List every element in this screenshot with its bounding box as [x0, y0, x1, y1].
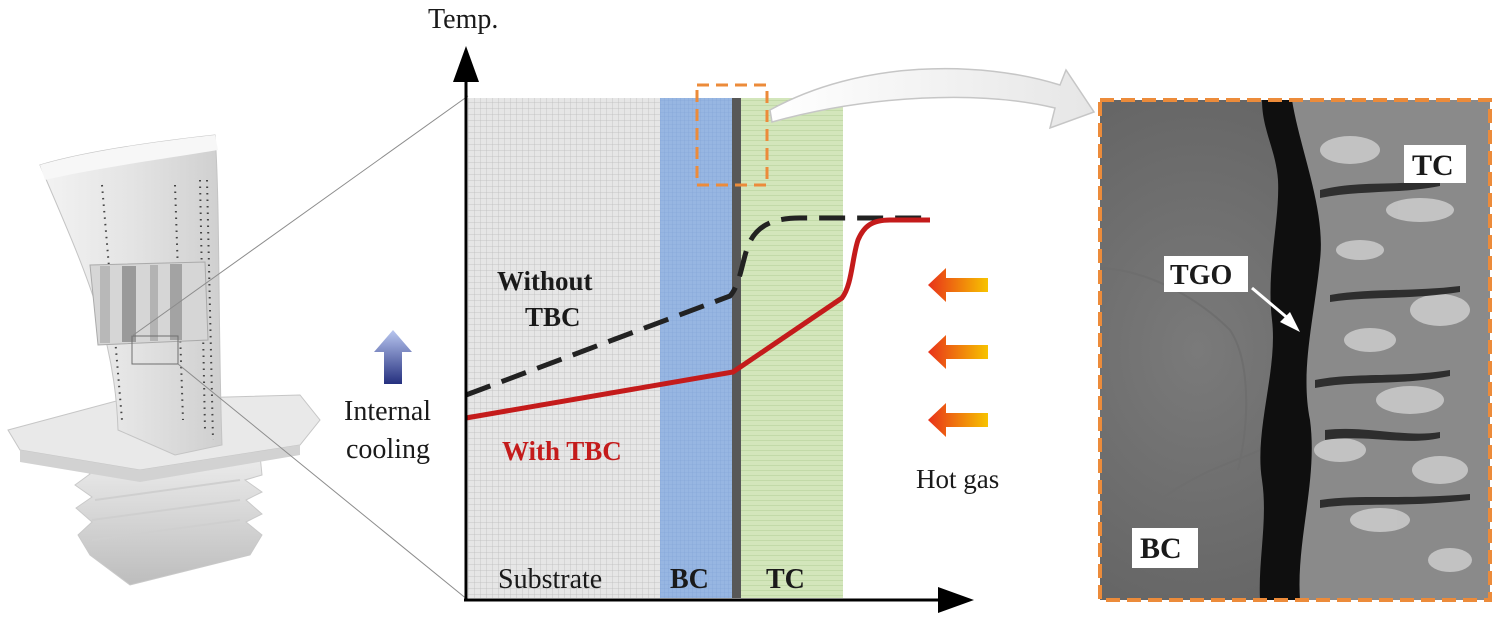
zoom-source-box	[695, 83, 769, 187]
bond-coat-layer	[660, 98, 732, 598]
without-tbc-label-line2: TBC	[525, 302, 581, 332]
hot-gas-annotation: Hot gas	[916, 268, 999, 494]
y-axis-label: Temp.	[428, 4, 498, 35]
sem-zoom-frame	[1098, 98, 1492, 602]
zoom-lines	[131, 95, 469, 601]
hot-gas-arrow-1	[928, 268, 988, 302]
sem-micrograph: TC TGO BC	[1098, 98, 1492, 602]
tgo-pointer-head	[1280, 312, 1300, 332]
bc-label-bg	[1132, 528, 1198, 568]
sem-tc-label: TC	[1412, 149, 1454, 182]
internal-cooling-label-line2: cooling	[346, 434, 430, 465]
top-coat-layer	[741, 98, 843, 598]
tc-label-bg	[1404, 145, 1466, 183]
hot-gas-arrow-3	[928, 403, 988, 437]
internal-cooling-annotation: Internal cooling	[344, 330, 431, 465]
with-tbc-curve	[465, 217, 930, 421]
layer-chart	[453, 46, 974, 613]
turbine-blade-illustration	[7, 134, 321, 586]
sem-bc-label: BC	[1140, 532, 1182, 565]
tgo-pointer-line	[1251, 286, 1291, 322]
hot-gas-arrow-2	[928, 335, 988, 369]
substrate-label: Substrate	[498, 564, 602, 595]
without-tbc-curve	[465, 215, 930, 398]
sem-tgo-label: TGO	[1170, 260, 1232, 291]
bond-coat-label: BC	[670, 564, 709, 595]
tgo-band	[1259, 100, 1321, 600]
top-coat-label: TC	[766, 564, 805, 595]
without-tbc-label-line1: Without	[497, 266, 593, 296]
x-axis-arrowhead	[938, 587, 974, 613]
internal-cooling-label-line1: Internal	[344, 396, 431, 427]
cooling-up-arrow	[374, 330, 412, 384]
substrate-layer	[468, 98, 660, 598]
blade-detail-box	[131, 335, 179, 365]
with-tbc-label: With TBC	[502, 436, 622, 466]
y-axis-arrowhead	[453, 46, 479, 82]
zoom-callout-arrow	[769, 67, 1096, 130]
tgo-layer	[732, 98, 741, 598]
tgo-label-bg	[1164, 256, 1248, 292]
hot-gas-label: Hot gas	[916, 464, 999, 494]
